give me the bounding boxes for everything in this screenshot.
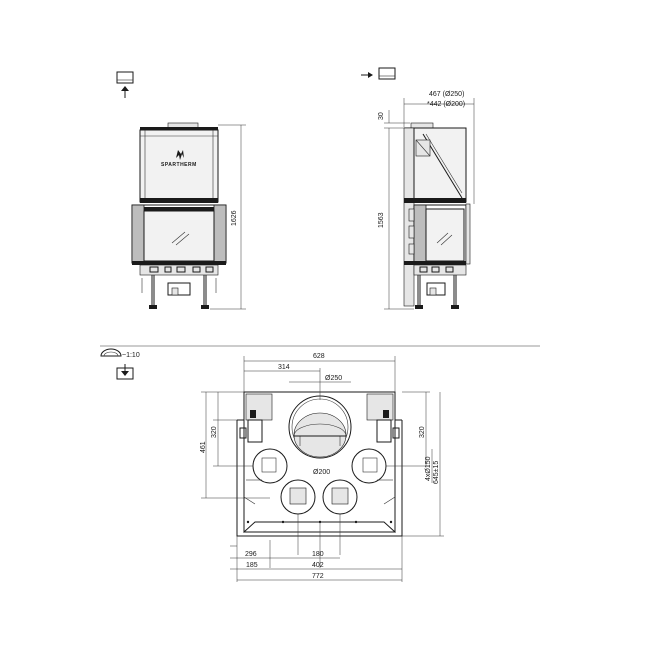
- bottom-180: 180: [312, 551, 324, 558]
- top-offset-314: 314: [278, 364, 290, 371]
- side-height-label: 1563: [378, 212, 385, 228]
- bottom-772: 772: [312, 573, 324, 580]
- left-depth-461: 461: [200, 441, 207, 453]
- right-d150-label: 4xØ150: [425, 456, 432, 481]
- flue-label-200: *442 (Ø200): [427, 101, 465, 108]
- side-view: [403, 122, 471, 309]
- top-width-628: 628: [313, 353, 325, 360]
- brand-logo: SPARTHERM: [161, 162, 197, 168]
- side-offset-label: 30: [378, 112, 385, 120]
- side-dimensions: 30 1563 467 (Ø250) *442 (Ø200): [378, 91, 475, 310]
- scale-label: ~1:10: [122, 352, 140, 359]
- bottom-185: 185: [246, 562, 258, 569]
- bottom-296: 296: [245, 551, 257, 558]
- front-view-symbol: [116, 71, 134, 98]
- flue-200-label: Ø200: [313, 469, 330, 476]
- top-view-symbol: [100, 348, 134, 380]
- flue-250-label: Ø250: [325, 375, 342, 382]
- front-height-label: 1626: [231, 210, 238, 226]
- right-depth-320: 320: [419, 426, 426, 438]
- top-view: [236, 391, 403, 537]
- front-height-dimension: 1626: [210, 124, 246, 310]
- top-dimensions: 628 314 Ø250 Ø200 461 320 320 4xØ150 645…: [200, 353, 444, 582]
- front-view: SPARTHERM: [131, 122, 227, 309]
- bottom-402: 402: [312, 562, 324, 569]
- right-depth-645: 645±15: [433, 461, 440, 484]
- flue-label-250: 467 (Ø250): [429, 91, 464, 98]
- side-view-symbol: [361, 67, 396, 80]
- left-depth-320: 320: [211, 426, 218, 438]
